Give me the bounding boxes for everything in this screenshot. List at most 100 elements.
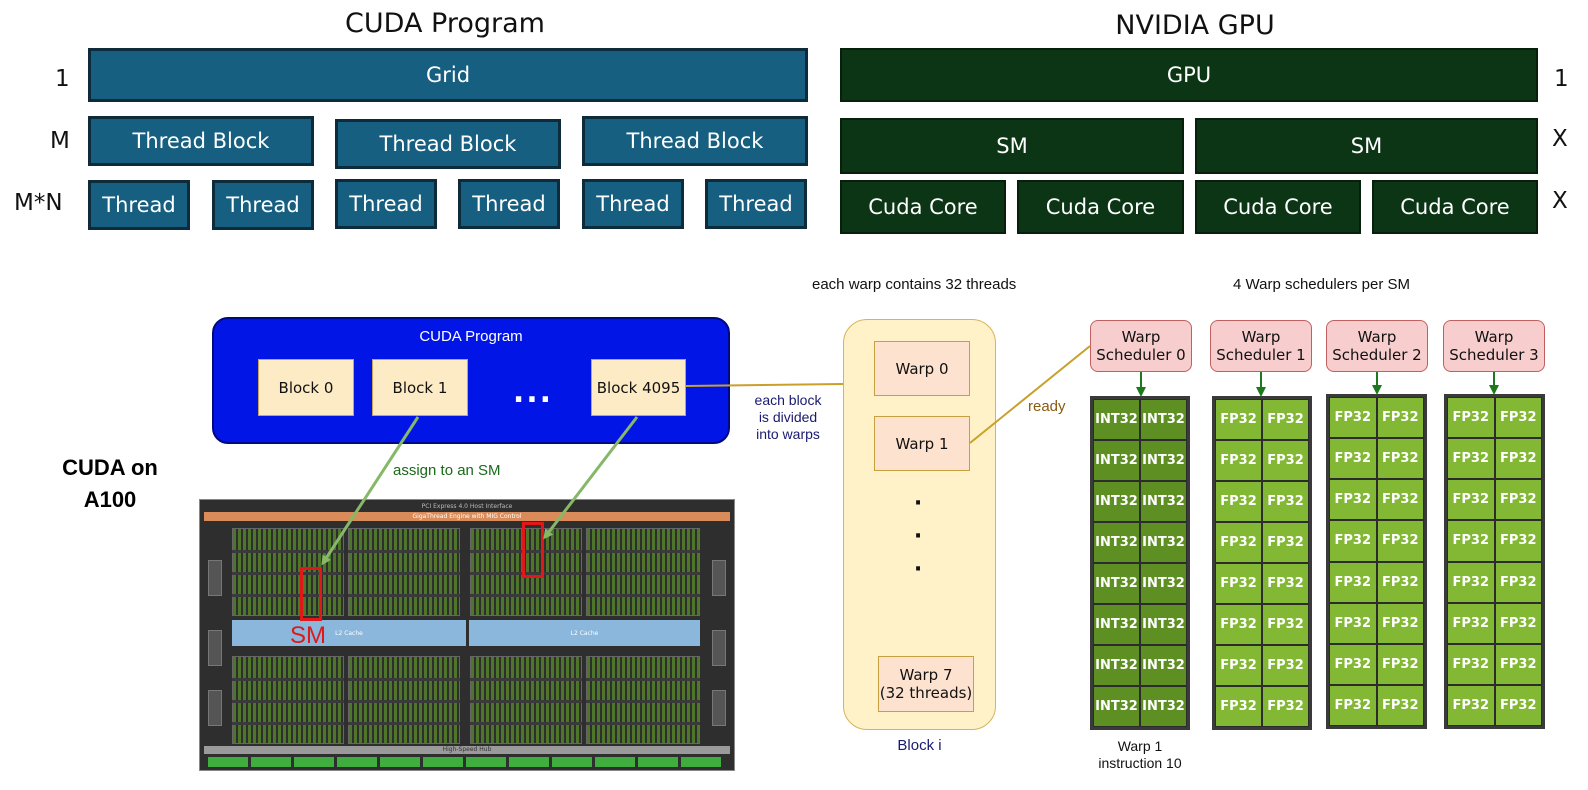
- core-cell: FP32: [1495, 603, 1541, 643]
- core-cell: INT32: [1141, 605, 1186, 644]
- die-memory-strip: [509, 757, 549, 767]
- row-label-thread-count: M*N: [14, 190, 63, 216]
- die-row-divider: [232, 722, 344, 725]
- side-title-line: CUDA on: [62, 455, 158, 480]
- die-memory-strip: [380, 757, 420, 767]
- die-row-divider: [586, 550, 700, 553]
- die-row-divider: [470, 594, 582, 597]
- die-row-divider: [232, 700, 344, 703]
- block-i-label: Block i: [897, 737, 942, 754]
- die-side-connector: [208, 560, 222, 596]
- die-memory-strip: [595, 757, 635, 767]
- thread-block-box: Thread Block: [88, 116, 314, 166]
- core-cell: INT32: [1141, 523, 1186, 562]
- core-cell: FP32: [1448, 480, 1494, 520]
- core-cell: INT32: [1141, 687, 1186, 726]
- cuda-core-box: Cuda Core: [1195, 180, 1361, 234]
- core-cell: FP32: [1216, 687, 1261, 726]
- row-label-core-count: X: [1552, 188, 1568, 214]
- cuda-program-title: CUDA Program: [345, 8, 545, 39]
- core-cell: FP32: [1216, 441, 1261, 480]
- warp-size-note: each warp contains 32 threads: [812, 276, 1017, 293]
- die-row-divider: [348, 700, 460, 703]
- die-side-connector: [712, 690, 726, 726]
- scheduler-line: Warp: [1357, 328, 1397, 346]
- die-row-divider: [232, 594, 344, 597]
- die-memory-strip: [423, 757, 463, 767]
- ready-label: ready: [1028, 398, 1066, 415]
- core-cell: INT32: [1141, 564, 1186, 603]
- core-cell: FP32: [1495, 439, 1541, 479]
- core-cell: FP32: [1448, 685, 1494, 725]
- sm-box: SM: [840, 118, 1184, 174]
- instruction-line: Warp 1: [1117, 738, 1163, 754]
- die-row-divider: [232, 550, 344, 553]
- instruction-label: Warp 1 instruction 10: [1078, 738, 1202, 772]
- core-cell: FP32: [1263, 523, 1308, 562]
- divided-line: into warps: [756, 426, 820, 442]
- die-row-divider: [348, 550, 460, 553]
- thread-box: Thread: [88, 180, 190, 230]
- die-side-connector: [712, 560, 726, 596]
- gpu-box: GPU: [840, 48, 1538, 102]
- nvidia-gpu-title: NVIDIA GPU: [1115, 10, 1275, 41]
- scheduler-line: Warp: [1241, 328, 1281, 346]
- core-cell: INT32: [1141, 441, 1186, 480]
- side-title-line: A100: [83, 487, 137, 512]
- die-memory-strip: [294, 757, 334, 767]
- core-cell: FP32: [1377, 603, 1423, 643]
- core-cell: FP32: [1448, 521, 1494, 561]
- core-cell: INT32: [1094, 605, 1139, 644]
- die-row-divider: [232, 678, 344, 681]
- core-cell: FP32: [1330, 562, 1376, 602]
- die-high-speed-hub: High-Speed Hub: [204, 746, 730, 754]
- core-cell: FP32: [1495, 685, 1541, 725]
- core-cell: FP32: [1330, 685, 1376, 725]
- die-row-divider: [348, 722, 460, 725]
- core-cell: FP32: [1448, 644, 1494, 684]
- assign-arrow: [321, 416, 420, 566]
- core-cell: INT32: [1094, 400, 1139, 439]
- ellipsis-dot: ·: [913, 557, 923, 582]
- die-sm-grid: [200, 500, 736, 772]
- ellipsis-dot: ·: [913, 524, 923, 549]
- core-cell: FP32: [1330, 603, 1376, 643]
- die-row-divider: [586, 700, 700, 703]
- core-cell: FP32: [1216, 605, 1261, 644]
- block-box: Block 1: [372, 359, 468, 416]
- core-cell: FP32: [1495, 562, 1541, 602]
- die-row-divider: [470, 550, 582, 553]
- die-row-divider: [586, 722, 700, 725]
- assign-arrow: [543, 416, 639, 540]
- core-cell: FP32: [1263, 400, 1308, 439]
- scheduler-line: Warp: [1121, 328, 1161, 346]
- die-row-divider: [232, 572, 344, 575]
- warp-scheduler-2: Warp Scheduler 2: [1326, 320, 1428, 372]
- die-row-divider: [348, 678, 460, 681]
- core-cell: FP32: [1495, 644, 1541, 684]
- thread-block-box: Thread Block: [582, 116, 808, 166]
- die-row-divider: [586, 572, 700, 575]
- divided-line: each block: [754, 392, 822, 408]
- program-panel-title: CUDA Program: [419, 328, 523, 345]
- assign-to-sm-label: assign to an SM: [393, 462, 501, 479]
- thread-box: Thread: [705, 179, 807, 229]
- instruction-line: instruction 10: [1098, 755, 1182, 771]
- core-cell: INT32: [1141, 400, 1186, 439]
- core-cell: FP32: [1263, 605, 1308, 644]
- core-cell: FP32: [1495, 521, 1541, 561]
- thread-box: Thread: [212, 180, 314, 230]
- core-cell: FP32: [1330, 644, 1376, 684]
- warp-scheduler-0: Warp Scheduler 0: [1090, 320, 1192, 372]
- core-cell: FP32: [1263, 687, 1308, 726]
- core-cell: INT32: [1141, 646, 1186, 685]
- core-cell: FP32: [1263, 482, 1308, 521]
- scheduler-line: Warp: [1474, 328, 1514, 346]
- a100-die: PCI Express 4.0 Host Interface GigaThrea…: [199, 499, 735, 771]
- core-cell: FP32: [1377, 685, 1423, 725]
- die-side-connector: [208, 630, 222, 666]
- core-cell: FP32: [1495, 398, 1541, 438]
